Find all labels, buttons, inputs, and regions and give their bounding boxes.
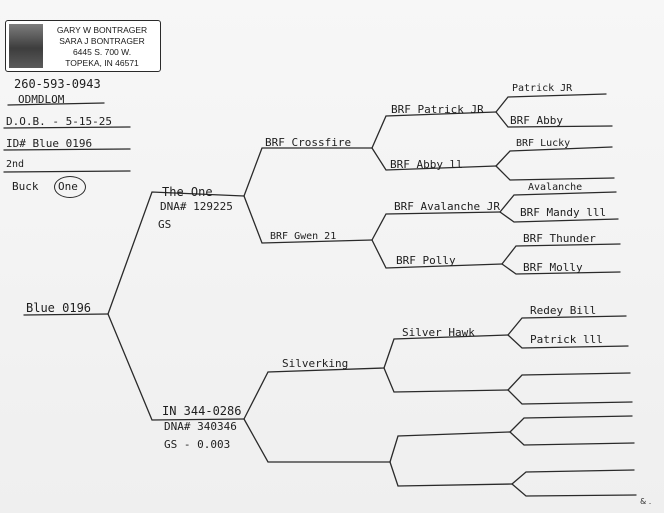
sire-name: The One — [162, 185, 213, 199]
bracket-gen4 — [499, 191, 617, 213]
bracket-gen3 — [371, 111, 497, 149]
sire-bracket — [107, 191, 245, 315]
bracket-gen3 — [371, 147, 497, 171]
info-underline — [3, 148, 131, 151]
bracket-gen4 — [495, 111, 613, 128]
gen3-3: BRF Avalanche JR — [394, 200, 500, 213]
sire-dna: DNA# 129225 — [160, 200, 233, 213]
bracket-gen4 — [507, 334, 629, 349]
stamp-line: GARY W BONTRAGER — [56, 25, 148, 35]
gen4-10: Patrick lll — [530, 333, 603, 346]
bracket-gen4 — [495, 165, 615, 181]
gen2-dam-sire: Silverking — [282, 357, 349, 370]
bracket-gen4 — [499, 211, 619, 223]
gen4-2: BRF Abby — [510, 114, 563, 127]
bracket-gen3 — [389, 461, 513, 487]
bracket-gen4 — [509, 415, 633, 433]
bracket-gen4 — [507, 372, 631, 391]
gen2-sire-sire: BRF Crossfire — [265, 136, 352, 149]
bracket-gen4 — [507, 315, 627, 336]
gen4-7: BRF Thunder — [523, 232, 596, 245]
stamp-line: TOPEKA, IN 46571 — [65, 58, 139, 68]
bracket-gen2 — [243, 147, 373, 197]
bracket-gen4 — [509, 431, 635, 446]
sire-gs: GS — [158, 218, 172, 231]
gen4-5: Avalanche — [528, 182, 583, 193]
corner-mark: & . — [640, 497, 652, 506]
stamp-address-block: GARY W BONTRAGER SARA J BONTRAGER 6445 S… — [46, 25, 158, 69]
info-underline — [7, 102, 105, 106]
dam-name: IN 344-0286 — [162, 404, 242, 418]
gen4-9: Redey Bill — [530, 304, 597, 317]
address-stamp: GARY W BONTRAGER SARA J BONTRAGER 6445 S… — [5, 20, 161, 72]
id-number: ID# Blue 0196 — [6, 137, 93, 150]
dam-gs: GS - 0.003 — [164, 438, 231, 451]
bracket-gen2 — [243, 367, 385, 420]
phone-number: 260-593-0943 — [14, 77, 101, 91]
gen4-6: BRF Mandy lll — [520, 206, 607, 219]
date-of-birth: D.O.B. - 5-15-25 — [6, 115, 112, 128]
buck-label: Buck — [12, 180, 39, 193]
gen3-2: BRF Abby ll — [390, 158, 463, 171]
bracket-gen3 — [371, 211, 501, 241]
subject-name: Blue 0196 — [26, 301, 92, 315]
bracket-gen4 — [495, 146, 613, 167]
circle-mark — [54, 176, 86, 198]
stamp-line: SARA J BONTRAGER — [59, 36, 145, 46]
dam-bracket — [107, 313, 245, 421]
bracket-gen4 — [495, 93, 607, 113]
placing: 2nd — [6, 159, 25, 170]
bracket-gen4 — [511, 483, 637, 497]
bracket-gen3 — [383, 367, 509, 393]
gen4-8: BRF Molly — [523, 261, 583, 274]
gen3-4: BRF Polly — [396, 254, 456, 267]
code-text: ODMDLOM — [18, 93, 65, 106]
info-underline — [3, 170, 131, 173]
gen3-1: BRF Patrick JR — [391, 103, 484, 116]
info-underline — [3, 126, 131, 129]
gen4-3: BRF Lucky — [516, 138, 571, 149]
deer-photo-icon — [9, 24, 43, 68]
bracket-gen3 — [371, 239, 503, 269]
bracket-gen4 — [511, 469, 635, 485]
bracket-gen4 — [501, 263, 621, 275]
stamp-line: 6445 S. 700 W. — [72, 47, 132, 57]
bracket-gen4 — [507, 389, 633, 405]
gen2-sire-dam: BRF Gwen 21 — [270, 231, 337, 242]
bracket-gen2 — [243, 195, 373, 244]
bracket-gen4 — [501, 243, 621, 265]
subject-line — [23, 313, 109, 316]
bracket-gen3 — [389, 431, 511, 463]
bracket-gen2 — [243, 418, 391, 463]
gen3-5: Silver Hawk — [402, 326, 475, 339]
gen4-1: Patrick JR — [512, 83, 573, 94]
bracket-gen3 — [383, 334, 509, 369]
dam-dna: DNA# 340346 — [164, 420, 237, 433]
